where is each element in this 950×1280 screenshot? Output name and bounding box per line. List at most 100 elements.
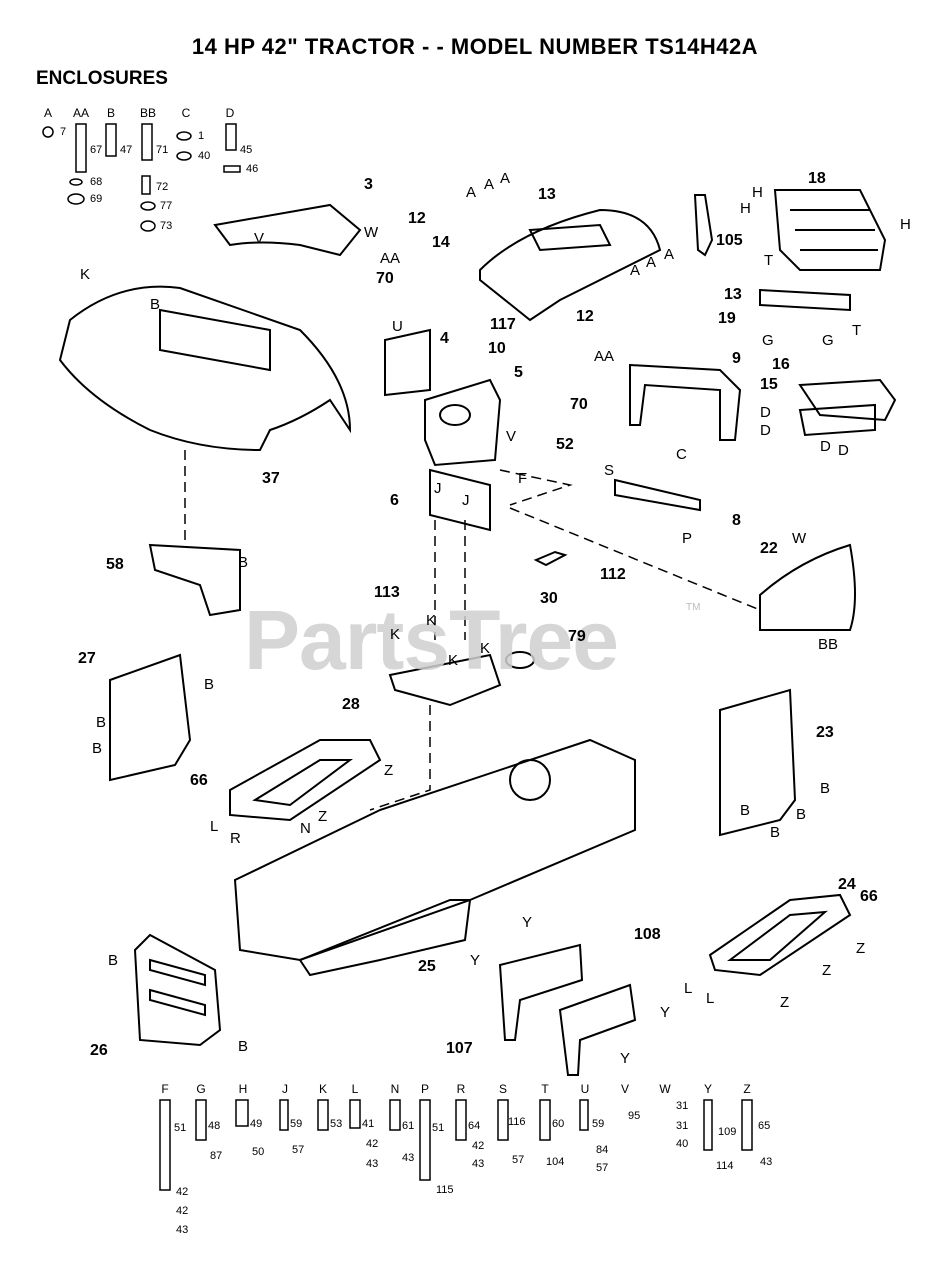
ref-letter: B bbox=[92, 740, 103, 757]
callout-23: 23 bbox=[816, 724, 834, 741]
ref-letter: BB bbox=[818, 636, 839, 653]
hw-letter-U: U bbox=[580, 1082, 590, 1096]
hw-letter-D: D bbox=[225, 106, 235, 120]
hw-part: 43 bbox=[472, 1158, 485, 1170]
ref-letter: Z bbox=[318, 808, 328, 825]
callout-10: 10 bbox=[488, 340, 506, 357]
hw-part: 59 bbox=[290, 1118, 303, 1130]
callout-66: 66 bbox=[860, 888, 878, 905]
hw-part: 41 bbox=[362, 1118, 375, 1130]
hw-part: 77 bbox=[160, 200, 173, 212]
hw-part: 49 bbox=[250, 1118, 263, 1130]
ref-letter: A bbox=[466, 184, 477, 201]
ref-letter: Y bbox=[620, 1050, 631, 1067]
hw-part: 60 bbox=[552, 1118, 565, 1130]
ref-letter: N bbox=[300, 820, 311, 837]
ref-letter: C bbox=[676, 446, 687, 463]
callout-13: 13 bbox=[724, 286, 742, 303]
seat-18 bbox=[773, 189, 887, 271]
callout-58: 58 bbox=[106, 556, 124, 573]
ref-letter: H bbox=[900, 216, 911, 233]
hw-part: 61 bbox=[402, 1120, 415, 1132]
hw-letter-F: F bbox=[161, 1082, 169, 1096]
ref-letter: A bbox=[646, 254, 657, 271]
callout-6: 6 bbox=[390, 492, 399, 509]
hw-part: 57 bbox=[292, 1144, 305, 1156]
callout-3: 3 bbox=[364, 176, 373, 193]
ref-letter: D bbox=[838, 442, 849, 459]
hw-part: 51 bbox=[174, 1122, 187, 1134]
hw-part: 69 bbox=[90, 193, 103, 205]
callout-28: 28 bbox=[342, 696, 360, 713]
hw-part: 42 bbox=[176, 1205, 189, 1217]
hw-part: 46 bbox=[246, 163, 259, 175]
ref-letter: V bbox=[506, 428, 517, 445]
ref-letter: Y bbox=[470, 952, 481, 969]
hw-part: 40 bbox=[676, 1138, 689, 1150]
ref-letter: Z bbox=[780, 994, 790, 1011]
ref-letter: J bbox=[462, 492, 470, 509]
ref-letter: B bbox=[150, 296, 161, 313]
hw-letter-B: B bbox=[106, 106, 115, 120]
hw-part: 64 bbox=[468, 1120, 481, 1132]
ref-letter: R bbox=[230, 830, 241, 847]
hw-part: 114 bbox=[716, 1160, 734, 1172]
ref-letter: Z bbox=[822, 962, 832, 979]
callout-112: 112 bbox=[600, 566, 626, 583]
ref-letter: G bbox=[822, 332, 834, 349]
ref-letter: L bbox=[706, 990, 715, 1007]
hw-part: 68 bbox=[90, 176, 103, 188]
hw-part: 43 bbox=[760, 1156, 773, 1168]
callout-8: 8 bbox=[732, 512, 741, 529]
callout-18: 18 bbox=[808, 170, 826, 187]
ref-letter: J bbox=[434, 480, 442, 497]
callout-25: 25 bbox=[418, 958, 436, 975]
hw-part: 72 bbox=[156, 181, 169, 193]
ref-letter: V bbox=[254, 230, 265, 247]
ref-letter: A bbox=[484, 176, 495, 193]
hw-part: 71 bbox=[156, 144, 169, 156]
ref-letter: W bbox=[364, 224, 379, 241]
dash-panel-14 bbox=[479, 208, 662, 322]
hw-part: 115 bbox=[436, 1184, 454, 1196]
section-heading: ENCLOSURES bbox=[36, 68, 168, 89]
ref-letter: T bbox=[852, 322, 862, 339]
hw-part: 42 bbox=[472, 1140, 485, 1152]
hw-letter-T: T bbox=[541, 1082, 549, 1096]
ref-letter: U bbox=[392, 318, 403, 335]
hw-letter-H: H bbox=[238, 1082, 248, 1096]
callout-37: 37 bbox=[262, 470, 280, 487]
hw-letter-L: L bbox=[351, 1082, 359, 1096]
ref-letter: B bbox=[770, 824, 781, 841]
hw-part: 84 bbox=[596, 1144, 609, 1156]
callout-113: 113 bbox=[374, 584, 400, 601]
hw-part: 95 bbox=[628, 1110, 641, 1122]
hw-part: 57 bbox=[512, 1154, 525, 1166]
hood-37 bbox=[58, 285, 352, 452]
hw-part: 48 bbox=[208, 1120, 221, 1132]
hw-letter-A: A bbox=[43, 106, 52, 120]
ref-letter: AA bbox=[594, 348, 615, 365]
callout-24: 24 bbox=[838, 876, 856, 893]
callout-105: 105 bbox=[716, 232, 743, 249]
callout-15: 15 bbox=[760, 376, 778, 393]
ref-letter: K bbox=[390, 626, 401, 643]
ref-letter: G bbox=[762, 332, 774, 349]
hw-letter-G: G bbox=[196, 1082, 206, 1096]
ref-letter: B bbox=[204, 676, 215, 693]
hw-part: 42 bbox=[366, 1138, 379, 1150]
callout-12: 12 bbox=[408, 210, 426, 227]
hw-letter-C: C bbox=[181, 106, 191, 120]
ref-letter: K bbox=[80, 266, 91, 283]
hw-part: 40 bbox=[198, 150, 211, 162]
ref-letter: S bbox=[604, 462, 615, 479]
watermark-trademark: TM bbox=[686, 602, 701, 613]
hw-part: 57 bbox=[596, 1162, 609, 1174]
ref-letter: D bbox=[760, 422, 771, 439]
ref-letter: L bbox=[684, 980, 693, 997]
hw-part: 45 bbox=[240, 144, 253, 156]
callout-4: 4 bbox=[440, 330, 449, 347]
ref-letter: K bbox=[480, 640, 491, 657]
hw-letter-Z: Z bbox=[743, 1082, 751, 1096]
